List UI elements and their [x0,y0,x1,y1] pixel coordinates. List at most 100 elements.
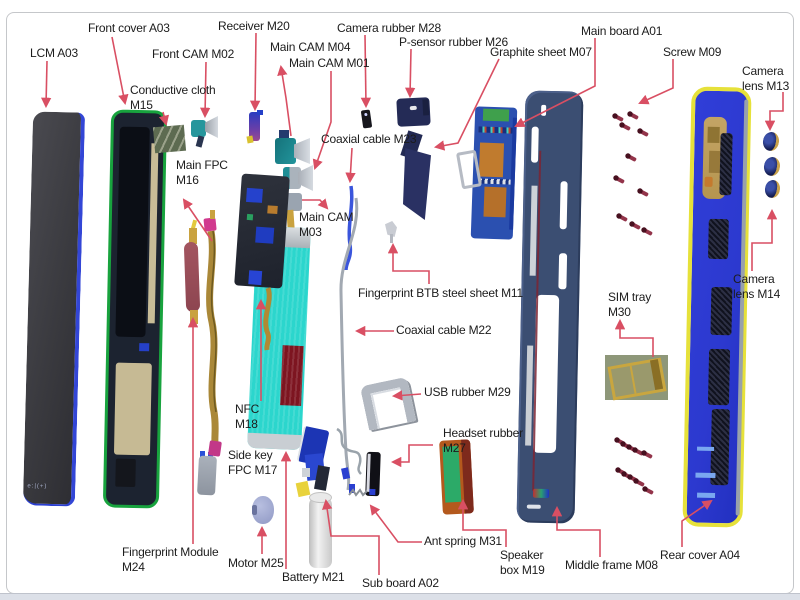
label-screw-m09: Screw M09 [663,45,722,59]
fingerprint-gold-bottom [190,310,198,324]
label-fingerprint-btb-m11: Fingerprint BTB steel sheet M11 [358,286,523,300]
label-camera-rubber-m28: Camera rubber M28 [337,21,441,35]
front-camera [191,114,225,150]
label-main-cam-m03: Main CAM M03 [299,210,354,239]
label-nfc-m18: NFC M18 [235,402,260,431]
middle-frame-bottom-slot [526,504,541,509]
p-sensor-wing [422,99,430,116]
label-p-sensor-rubber-m26: P-sensor rubber M26 [399,35,508,49]
label-main-board-a01: Main board A01 [581,24,663,38]
label-usb-rubber-m29: USB rubber M29 [424,385,511,399]
label-main-cam-m01: Main CAM M01 [289,56,370,70]
nfc-chip-2 [255,226,275,244]
p-sensor-slot [409,105,417,111]
camera-lens-stack [758,128,784,204]
nfc-chip-1 [245,187,263,203]
label-rear-cover-a04: Rear cover A04 [660,548,740,562]
main-board-shield-1 [478,142,505,178]
label-front-cam-m02: Front CAM M02 [152,47,235,61]
side-key-bracket [196,455,218,496]
main-camera-m04-lens [294,138,310,164]
side-key-plate [196,451,218,496]
btb-sheet-body [385,221,397,237]
front-cover [102,109,168,509]
main-board-components-2 [478,178,511,185]
conductive-cloth [152,124,187,154]
nfc-copper [267,205,278,215]
fingerprint-module [183,218,205,324]
rear-cover-slot-1 [696,446,715,451]
camera-lens-1 [761,130,781,153]
label-ant-spring-m31: Ant spring M31 [424,534,502,548]
label-battery-m21: Battery M21 [282,570,345,584]
label-fingerprint-module-m24: Fingerprint Module M24 [122,545,219,574]
middle-frame-slot-c [559,181,568,230]
antenna-patch-4 [707,348,731,406]
nfc-connector [248,270,263,286]
front-camera-body [191,120,206,137]
label-lcm-a03: LCM A03 [30,46,78,60]
fingerprint-body [183,241,201,313]
main-board-shield-2 [483,186,507,218]
label-graphite-sheet-m07: Graphite sheet M07 [490,45,592,59]
label-front-cover-a03: Front cover A03 [88,21,170,35]
vibration-motor [252,496,274,524]
label-sub-board-a02: Sub board A02 [362,576,439,590]
middle-frame-silver-2 [525,345,534,446]
rear-cover-slot-3 [697,492,716,498]
nfc-green-dot [246,213,254,221]
front-cover-shield [113,362,152,456]
main-camera-m01-lens [298,165,313,191]
front-cover-window [115,458,136,488]
middle-frame-slot-a [531,126,539,163]
fingerprint-btb-sheet [385,221,397,245]
sim-tray-cap [649,359,664,391]
sub-board-dark-piece [314,465,330,491]
camera-lens-3 [763,178,782,200]
cylinder-part [309,492,332,568]
lcm-etching-text: e:|(+) [27,483,48,490]
btb-sheet-stem [390,234,393,243]
camera-rubber-hole [364,112,368,117]
sim-tray [605,355,668,401]
label-camera-lens-m13: Camera lens M13 [742,64,790,93]
headset-rubber-pin [369,488,376,496]
receiver [246,110,267,146]
front-cover-connector [139,343,150,352]
front-cover-screen [115,126,150,338]
usb-rubber [355,374,417,435]
label-main-cam-m04: Main CAM M04 [270,40,351,54]
sub-board-silver [302,468,310,477]
label-headset-rubber-m27: Headset rubber M27 [443,426,523,455]
middle-frame-bottom-parts [533,488,550,499]
antenna-patch-1 [719,133,733,196]
sim-tray-holder [607,357,667,401]
label-middle-frame-m08: Middle frame M08 [565,558,658,572]
main-camera-m04 [275,130,313,168]
antenna-patch-2 [708,218,729,260]
main-board-components-1 [478,126,513,134]
lcm-panel: e:|(+) [22,111,86,507]
main-camera-m04-body [275,138,296,164]
receiver-body [249,112,260,141]
side-key-1 [200,451,205,460]
label-main-fpc-m16: Main FPC M16 [176,158,228,187]
usb-rubber-body [359,376,417,431]
label-coaxial-cable-m22: Coaxial cable M22 [396,323,492,337]
sim-tray-divider [629,365,637,394]
headset-rubber [365,451,381,497]
label-side-key-fpc-m17: Side key FPC M17 [228,448,278,477]
nfc-board [234,173,290,289]
sub-board-cluster [292,424,336,504]
headset-rubber-stripe [366,453,371,492]
bottom-edge-strip [0,593,800,600]
label-conductive-cloth-m15: Conductive cloth M15 [130,83,216,112]
middle-frame [516,90,584,524]
label-receiver-m20: Receiver M20 [218,19,290,33]
label-camera-lens-m14: Camera lens M14 [733,272,781,301]
receiver-chip [257,110,263,115]
motor-notch [252,505,257,515]
bezel-block-1 [707,126,720,144]
antenna-patch-3 [710,286,733,336]
